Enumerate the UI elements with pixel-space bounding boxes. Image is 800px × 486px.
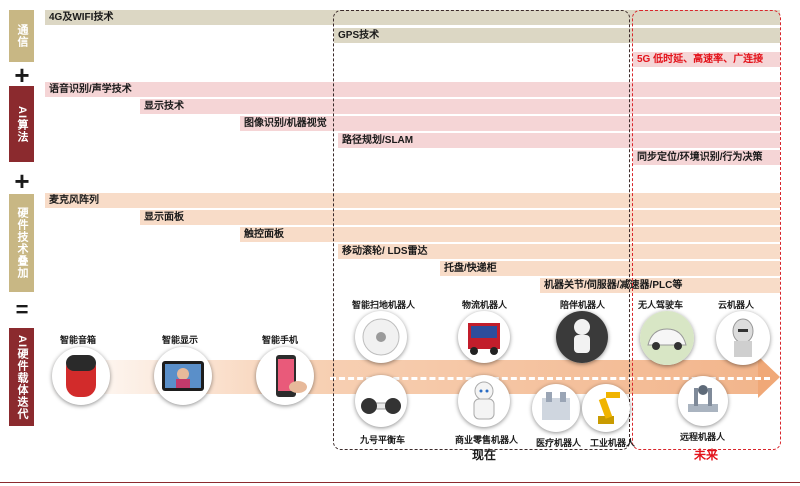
category-ai-algorithm: AI算法 (9, 86, 34, 162)
label-industrial-robot: 工业机器人 (590, 438, 636, 448)
bar-display-tech: 显示技术 (140, 99, 780, 114)
label-smartphone: 智能手机 (262, 335, 299, 345)
label-companion-robot: 陪伴机器人 (560, 300, 606, 310)
category-ai-carrier: AI硬件载体迭代 (9, 328, 34, 426)
label-smart-display: 智能显示 (162, 335, 199, 345)
industrial-robot-image (582, 384, 630, 432)
label-cloud-robot: 云机器人 (718, 300, 755, 310)
era-now-label: 现在 (472, 448, 497, 462)
bar-vision: 图像识别/机器视觉 (240, 116, 780, 131)
future-region (632, 10, 781, 450)
bar-display-panel: 显示面板 (140, 210, 780, 225)
bar-slam: 路径规划/SLAM (338, 133, 780, 148)
balance-scooter-image (355, 375, 407, 427)
label-medical-robot: 医疗机器人 (536, 438, 582, 448)
companion-robot-image (556, 311, 608, 363)
autonomous-car-image (640, 311, 694, 365)
bar-mic-array: 麦克风阵列 (45, 193, 780, 208)
smart-speaker-image (52, 347, 110, 405)
evolution-arrow-dash (330, 377, 770, 380)
bar-joint-servo: 机器关节/伺服器/减速器/PLC等 (540, 278, 780, 293)
equals-operator: = (15, 297, 29, 322)
cloud-robot-image (716, 311, 770, 365)
bottom-rule (0, 482, 800, 483)
remote-robot-image (678, 376, 728, 426)
label-sweeper-robot: 智能扫地机器人 (352, 300, 416, 310)
label-remote-robot: 远程机器人 (680, 432, 726, 442)
bar-touch-panel: 触控面板 (240, 227, 780, 242)
bar-speech: 语音识别/声学技术 (45, 82, 780, 97)
plus-operator: + (14, 60, 30, 90)
bar-4g-wifi: 4G及WIFI技术 (45, 10, 780, 25)
bar-5g: 5G 低时延、高速率、广连接 (633, 52, 780, 67)
medical-robot-image (532, 384, 580, 432)
label-autonomous-car: 无人驾驶车 (638, 300, 684, 310)
sweeper-robot-image (355, 311, 407, 363)
category-hardware: 硬件技术叠加 (9, 194, 34, 292)
category-comms: 通信 (9, 10, 34, 62)
smartphone-image (256, 347, 314, 405)
bar-gps: GPS技术 (334, 28, 780, 43)
plus-operator: + (14, 166, 30, 196)
commercial-robot-image (458, 375, 510, 427)
now-region (333, 10, 630, 450)
label-balance-scooter: 九号平衡车 (360, 435, 406, 445)
bar-lidar: 移动滚轮/ LDS雷达 (338, 244, 780, 259)
bar-sync-decision: 同步定位/环境识别/行为决策 (633, 150, 780, 165)
label-smart-speaker: 智能音箱 (60, 335, 97, 345)
label-logistics-robot: 物流机器人 (462, 300, 508, 310)
bar-tray: 托盘/快递柜 (440, 261, 780, 276)
logistics-robot-image (458, 311, 510, 363)
era-future-label: 未来 (694, 448, 719, 462)
label-commercial-robot: 商业零售机器人 (455, 435, 519, 445)
smart-display-image (154, 347, 212, 405)
